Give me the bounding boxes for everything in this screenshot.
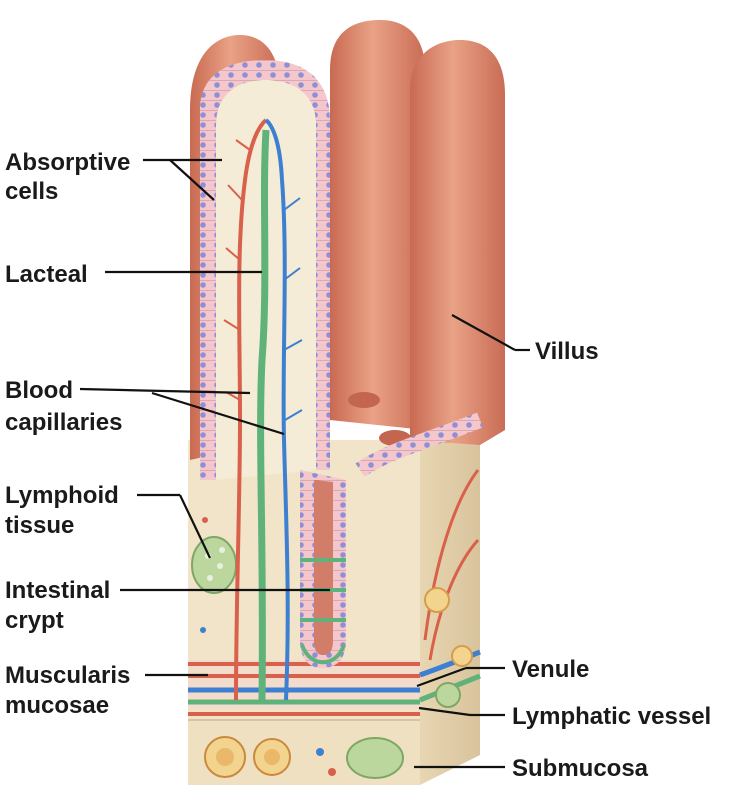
lacteal-vessel bbox=[257, 129, 270, 701]
label-villus: Villus bbox=[535, 338, 599, 365]
label-submucosa: Submucosa bbox=[512, 755, 649, 782]
muscularis-mucosae-band bbox=[188, 660, 420, 716]
villus-back-middle bbox=[330, 20, 425, 430]
labels: Absorptive cells Lacteal Blood capillari… bbox=[5, 149, 711, 782]
capillary-venule bbox=[264, 118, 290, 701]
label-lymphoid-tissue: Lymphoid tissue bbox=[5, 482, 125, 539]
label-blood-capillaries: Blood capillaries bbox=[5, 377, 122, 436]
absorptive-epithelium bbox=[200, 60, 330, 480]
sectioned-villus bbox=[200, 60, 346, 701]
label-muscularis-mucosae: Muscularis mucosae bbox=[5, 662, 137, 719]
label-lymphatic-vessel: Lymphatic vessel bbox=[512, 703, 711, 730]
side-face-vessels bbox=[419, 469, 481, 708]
villus-front-right[interactable] bbox=[410, 40, 505, 445]
label-absorptive-cells: Absorptive cells bbox=[5, 149, 137, 205]
submucosa-nodules bbox=[204, 736, 404, 779]
label-intestinal-crypt: Intestinal crypt bbox=[5, 577, 117, 634]
leader-lines bbox=[79, 158, 530, 769]
capillary-arteriole bbox=[234, 118, 268, 701]
label-lacteal: Lacteal bbox=[5, 261, 88, 288]
label-venule: Venule bbox=[512, 656, 589, 683]
